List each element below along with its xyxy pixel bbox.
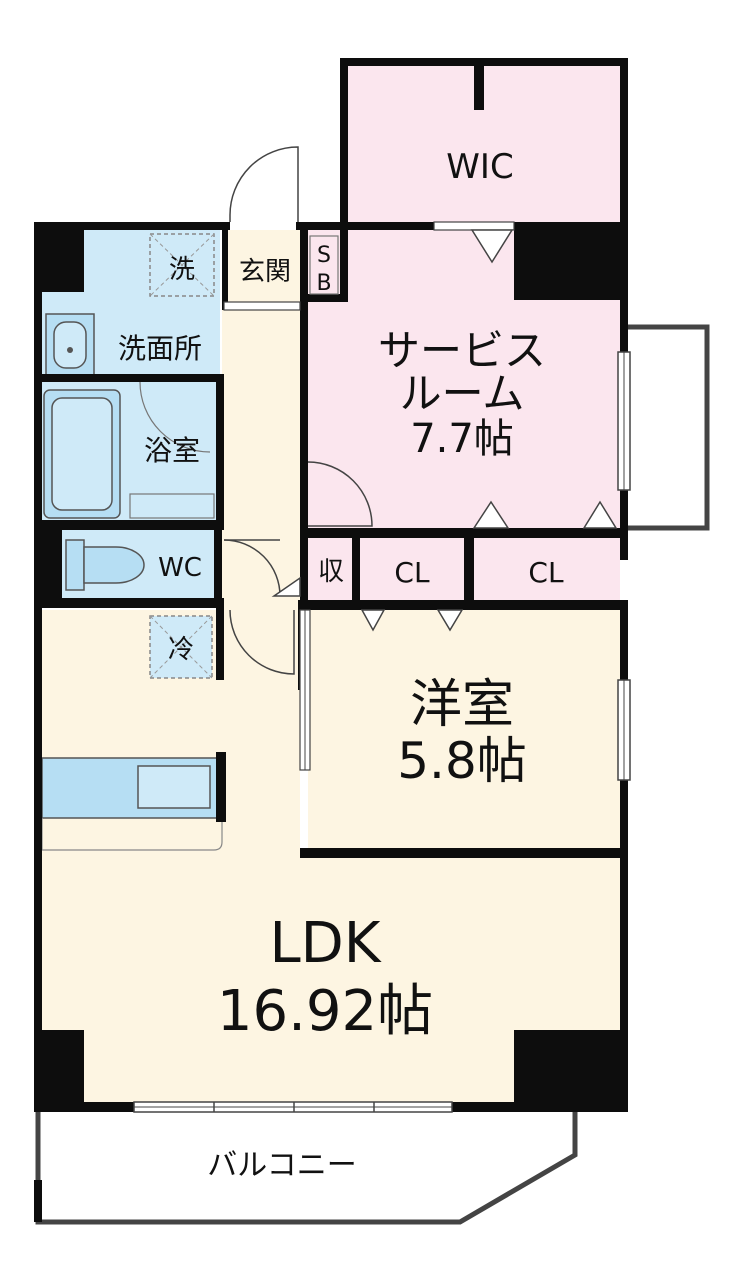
sink-icon [45,313,95,377]
closet-1-label: CL [394,556,430,589]
closet-2-label: CL [528,556,564,589]
washer-label: 洗 [169,255,195,285]
kitchen-counter [41,757,223,851]
bath-shower-area [129,493,215,519]
toilet-door [223,539,281,597]
walls [34,58,628,1222]
ldk-size: 16.92帖 [217,979,433,1044]
western-room-sliding-door [299,609,311,771]
toilet-label: WC [158,553,202,583]
bathroom-door-swing [139,381,211,453]
western-room-label: 洋室 [410,675,514,735]
closet-door-marks [271,229,618,632]
ldk-floor [40,610,620,1105]
balcony-label: バルコニー [207,1148,356,1183]
side-balcony [620,324,710,531]
shoe-box-label-line2: B [316,271,331,296]
front-door [229,146,299,222]
entrance-floor [228,232,304,306]
storage-label: 収 [318,557,344,587]
western-room-floor [308,610,620,850]
wic-label: WIC [446,147,513,187]
bathroom-label: 浴室 [144,434,200,467]
shoe-box-label-line1: S [317,243,331,268]
fridge-space [149,615,213,679]
western-room-size: 5.8帖 [397,732,527,790]
service-room-label-line1: サービス [378,326,546,375]
service-room-size: 7.7帖 [410,416,514,462]
bathtub-icon [43,389,121,519]
service-room-label-line2: ルーム [400,369,525,418]
washroom-label: 洗面所 [118,332,202,365]
service-room-door [307,461,373,527]
fridge-label: 冷 [168,635,194,665]
service-room-window [617,351,631,491]
balcony-sash-window [133,1101,453,1113]
ldk-door [229,609,295,675]
entrance-label: 玄関 [239,257,291,287]
wic-opening [433,221,515,231]
ldk-label: LDK [269,911,381,976]
hall-sliding-door [223,301,301,311]
toilet-icon [65,539,145,591]
shoe-box-outline [309,235,339,295]
western-room-window [617,679,631,781]
washer-space [149,233,215,297]
